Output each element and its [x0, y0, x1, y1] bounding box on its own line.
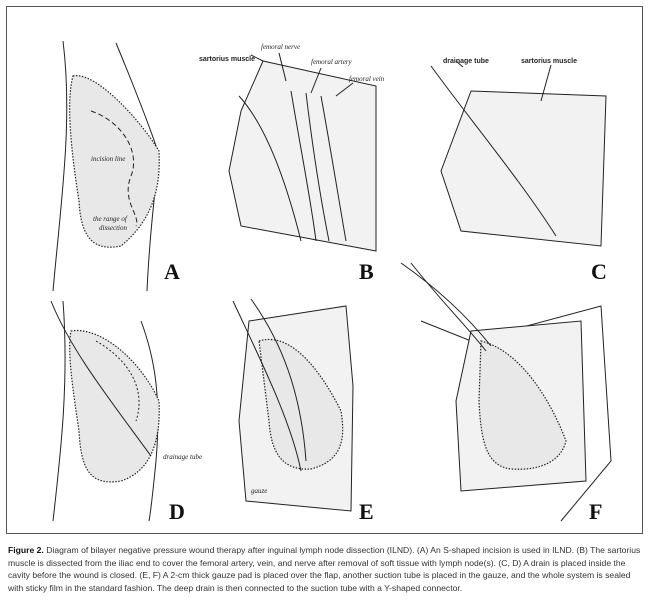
label-range-of-dissection: the range of [93, 215, 128, 223]
panel-c: drainage tube sartorius muscle C [430, 58, 607, 284]
panel-a: incision line the range of dissection A [52, 40, 180, 292]
panel-f: F [400, 262, 612, 524]
label-range-of-dissection-2: dissection [99, 224, 127, 232]
label-femoral-artery: femoral artery [311, 58, 353, 66]
label-gauze: gauze [251, 487, 267, 495]
figure-frame: incision line the range of dissection A … [6, 6, 643, 534]
panel-letter-f: F [589, 499, 602, 524]
caption-label: Figure 2. [8, 545, 44, 555]
panel-b: sartorius muscle femoral nerve femoral a… [199, 43, 385, 284]
label-incision-line: incision line [91, 155, 125, 163]
figure-illustration: incision line the range of dissection A … [50, 40, 612, 524]
panel-d: drainage tube D [50, 300, 202, 524]
figure-caption: Figure 2. Diagram of bilayer negative pr… [8, 544, 644, 594]
panel-letter-b: B [359, 259, 374, 284]
label-drainage-tube-c: drainage tube [443, 58, 489, 65]
panel-e: gauze E [232, 298, 374, 524]
label-drainage-tube-d: drainage tube [163, 453, 202, 461]
label-sartorius-muscle-c: sartorius muscle [521, 58, 577, 65]
caption-text: Diagram of bilayer negative pressure wou… [8, 545, 641, 593]
panel-letter-e: E [359, 499, 374, 524]
label-femoral-vein: femoral vein [349, 75, 385, 83]
panel-letter-d: D [169, 499, 185, 524]
label-femoral-nerve: femoral nerve [261, 43, 300, 51]
panel-letter-a: A [164, 259, 180, 284]
panel-letter-c: C [591, 259, 607, 284]
label-sartorius-muscle: sartorius muscle [199, 56, 255, 63]
